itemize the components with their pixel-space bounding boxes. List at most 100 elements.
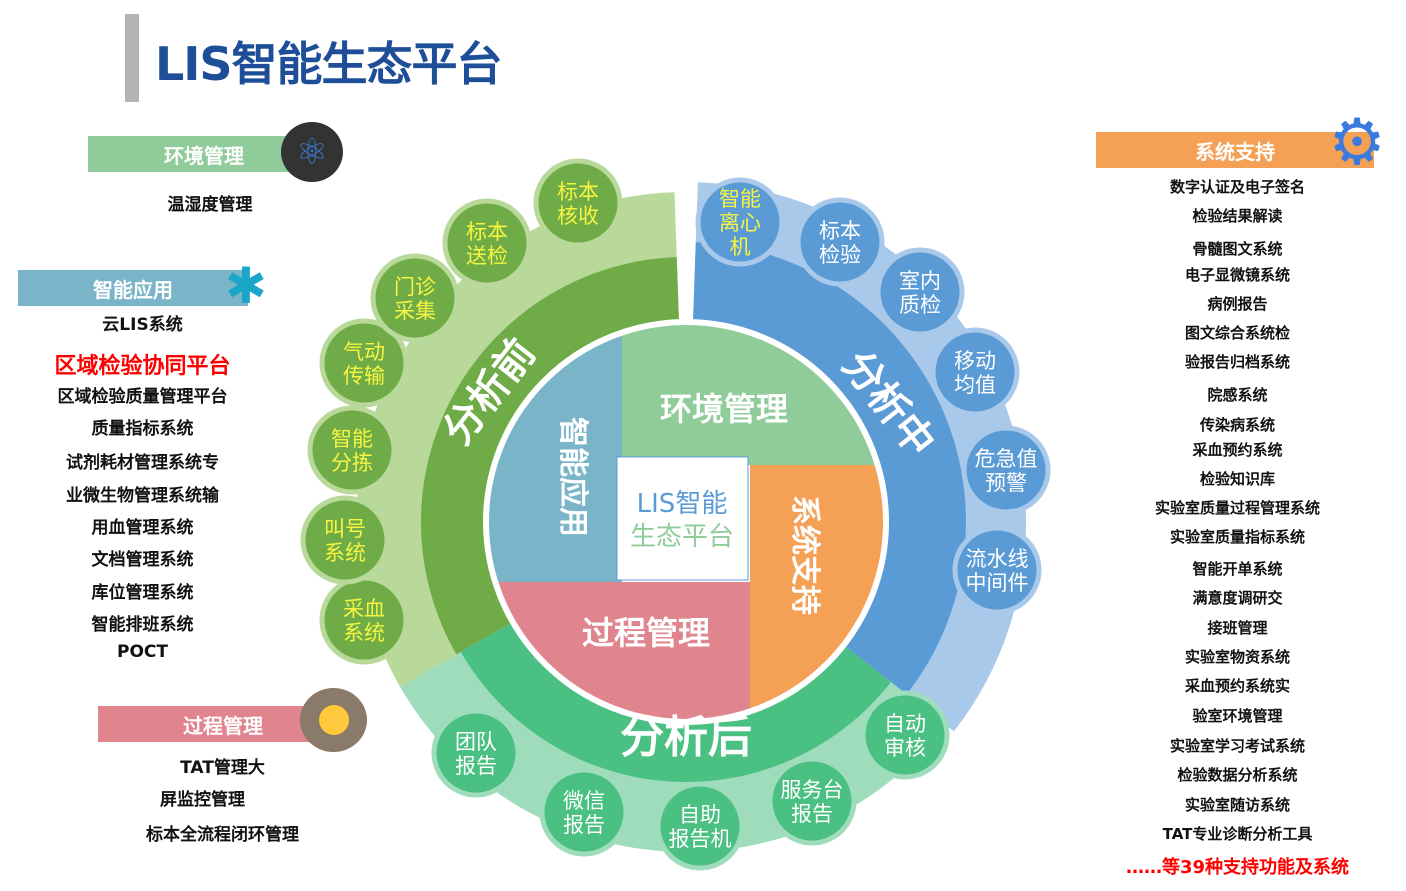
list-item: 检验结果解读 (1192, 207, 1283, 225)
quadrant-process-label: 过程管理 (582, 614, 710, 652)
post-bubble-circle (767, 756, 857, 846)
bubble-label: 机 (730, 235, 751, 259)
pre-bubble-circle (319, 318, 409, 408)
list-item: 区域检验质量管理平台 (57, 387, 228, 407)
smart-header-label: 智能应用 (93, 277, 173, 302)
list-item: TAT管理大 (180, 758, 265, 778)
list-item: 实验室随访系统 (1184, 796, 1290, 814)
bubble-label: 自动 (884, 712, 926, 736)
list-item: 业微生物管理系统输 (66, 486, 219, 506)
list-item: 验报告归档系统 (1184, 353, 1290, 371)
bubble-label: 离心 (719, 211, 761, 235)
pre-bubble-circle (370, 253, 460, 343)
bubble-label: 检验 (819, 243, 861, 267)
stage-post-band (460, 619, 891, 782)
title-accent-bar (125, 14, 139, 102)
env-header-label: 环境管理 (164, 143, 244, 168)
gear-icon: ⚙ (1328, 106, 1386, 180)
center-box (616, 456, 749, 581)
mid-bubble-circle (930, 327, 1020, 417)
list-item: 接班管理 (1207, 619, 1268, 637)
mid-bubble-circle (795, 197, 885, 287)
bubble-label: 分拣 (331, 451, 373, 475)
bubble-label: 核收 (557, 204, 599, 228)
bubble-label: 门诊 (394, 275, 436, 299)
list-item: 库位管理系统 (91, 583, 194, 603)
list-item: 云LIS系统 (102, 315, 183, 335)
list-item: 文档管理系统 (91, 550, 194, 570)
bubble-label: 移动 (954, 349, 996, 373)
support-header: 系统支持 (1096, 132, 1374, 168)
list-item: 屏监控管理 (160, 790, 245, 810)
list-item-highlight: 区域检验协同平台 (54, 354, 231, 379)
bubble-label: 叫号 (324, 517, 366, 541)
bubble-label: 采血 (343, 597, 385, 621)
pre-bubble-circle (442, 198, 532, 288)
quadrant-support-label: 系统支持 (787, 495, 822, 615)
stage-pre-band (421, 257, 680, 655)
pre-bubble-circle (533, 158, 623, 248)
bubble-label: 智能 (331, 427, 373, 451)
list-item: 院感系统 (1207, 386, 1268, 404)
list-item: POCT (117, 642, 168, 662)
post-bubble-circle (655, 781, 745, 871)
bubble-label: 报告 (791, 802, 833, 826)
list-item: 实验室学习考试系统 (1169, 737, 1305, 755)
list-item: 数字认证及电子签名 (1169, 178, 1305, 196)
list-item: 温湿度管理 (167, 195, 253, 215)
page-title: LIS智能生态平台 (155, 37, 503, 91)
sun-icon (300, 688, 367, 752)
list-item: 实验室质量指标系统 (1169, 528, 1305, 546)
bubble-label: 标本 (557, 180, 599, 204)
bubble-label: 预警 (985, 471, 1027, 495)
quadrant-env-label: 环境管理 (660, 390, 788, 428)
list-item: 智能排班系统 (91, 615, 194, 635)
bubble-label: 传输 (343, 364, 385, 388)
list-item: 传染病系统 (1199, 416, 1275, 434)
list-item: 验室环境管理 (1192, 707, 1283, 725)
post-bubble-circle (431, 708, 521, 798)
bubble-label: 团队 (455, 730, 497, 754)
list-item: 实验室物资系统 (1184, 648, 1290, 666)
list-item: 满意度调研交 (1192, 589, 1283, 607)
bubble-label: 质检 (899, 293, 941, 317)
bubble-label: 室内 (899, 269, 941, 293)
bubble-label: 报告 (455, 754, 497, 778)
list-item: 病例报告 (1207, 295, 1268, 313)
pre-bubble-circle (300, 495, 390, 585)
post-bubble-circle (539, 767, 629, 857)
gear-lis-icon: ✱ (225, 257, 267, 315)
bubble-label: 微信 (563, 789, 605, 813)
mid-bubble-circle (875, 247, 965, 337)
bubble-label: 采集 (394, 299, 436, 323)
list-item: 智能开单系统 (1192, 560, 1283, 578)
bubble-label: 均值 (954, 373, 996, 397)
list-item: 用血管理系统 (91, 518, 194, 538)
list-item: 检验知识库 (1199, 470, 1275, 488)
bubble-label: 标本 (819, 219, 861, 243)
post-bubble-circle (860, 690, 950, 780)
bubble-label: 送检 (466, 244, 508, 268)
mid-bubble-circle (695, 177, 785, 267)
bubble-label: 标本 (466, 220, 508, 244)
support-footer: ……等39种支持功能及系统 (1125, 857, 1350, 878)
center-title-line1: LIS智能 (637, 489, 728, 519)
bubble-label: 气动 (343, 340, 385, 364)
list-item: 质量指标系统 (91, 419, 194, 439)
stage-mid-band (692, 242, 966, 695)
list-item: 采血预约系统实 (1184, 677, 1290, 695)
smart-list: 云LIS系统 区域检验协同平台 区域检验质量管理平台 质量指标系统 试剂耗材管理… (20, 310, 265, 670)
list-item: 标本全流程闭环管理 (146, 825, 299, 845)
list-item: 采血预约系统 (1192, 441, 1283, 459)
smart-header: 智能应用 (18, 270, 248, 306)
support-header-label: 系统支持 (1195, 139, 1275, 164)
bubble-label: 系统 (324, 541, 366, 565)
mid-bubble-circle (952, 525, 1042, 615)
list-item: 骨髓图文系统 (1192, 240, 1283, 258)
bubble-label: 报告 (563, 813, 605, 837)
bubble-label: 危急值 (975, 447, 1038, 471)
list-item: TAT专业诊断分析工具 (1162, 825, 1313, 843)
stage-post-label: 分析后 (620, 712, 752, 763)
list-item: 实验室质量过程管理系统 (1154, 499, 1320, 517)
